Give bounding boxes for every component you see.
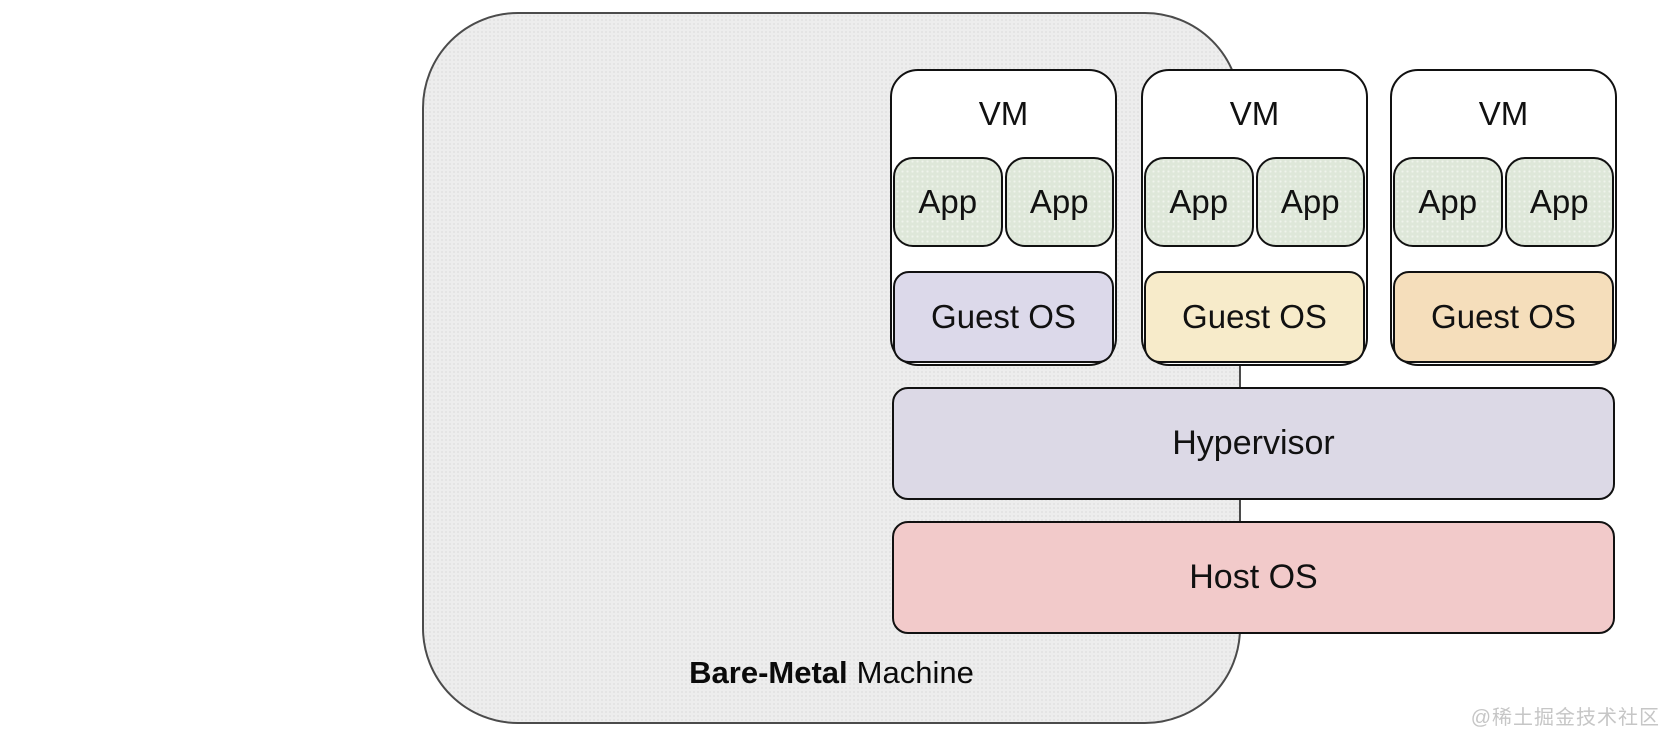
app-row: App App: [893, 157, 1114, 247]
app-row: App App: [1144, 157, 1365, 247]
bare-metal-machine-container: VM App App Guest OS VM App App Guest OS …: [422, 12, 1617, 724]
vm-box-2: VM App App Guest OS: [1141, 69, 1368, 366]
watermark-text: @稀土掘金技术社区: [1470, 707, 1660, 729]
app-row: App App: [1393, 157, 1614, 247]
hypervisor-box: Hypervisor: [892, 387, 1615, 500]
machine-caption-regular: Machine: [856, 655, 974, 690]
app-box: App: [1255, 157, 1365, 247]
guest-os-box: Guest OS: [1393, 271, 1614, 363]
vm-label: VM: [1229, 95, 1280, 132]
vm-box-1: VM App App Guest OS: [890, 69, 1117, 366]
app-box: App: [1504, 157, 1614, 247]
vm-label: VM: [978, 95, 1029, 132]
vm-label: VM: [1478, 95, 1529, 132]
app-box: App: [1004, 157, 1114, 247]
app-box: App: [1144, 157, 1254, 247]
host-os-box: Host OS: [892, 521, 1615, 634]
app-box: App: [1393, 157, 1503, 247]
vm-box-3: VM App App Guest OS: [1390, 69, 1617, 366]
guest-os-box: Guest OS: [893, 271, 1114, 363]
app-box: App: [893, 157, 1003, 247]
guest-os-box: Guest OS: [1144, 271, 1365, 363]
machine-caption-bold: Bare-Metal: [689, 655, 848, 690]
